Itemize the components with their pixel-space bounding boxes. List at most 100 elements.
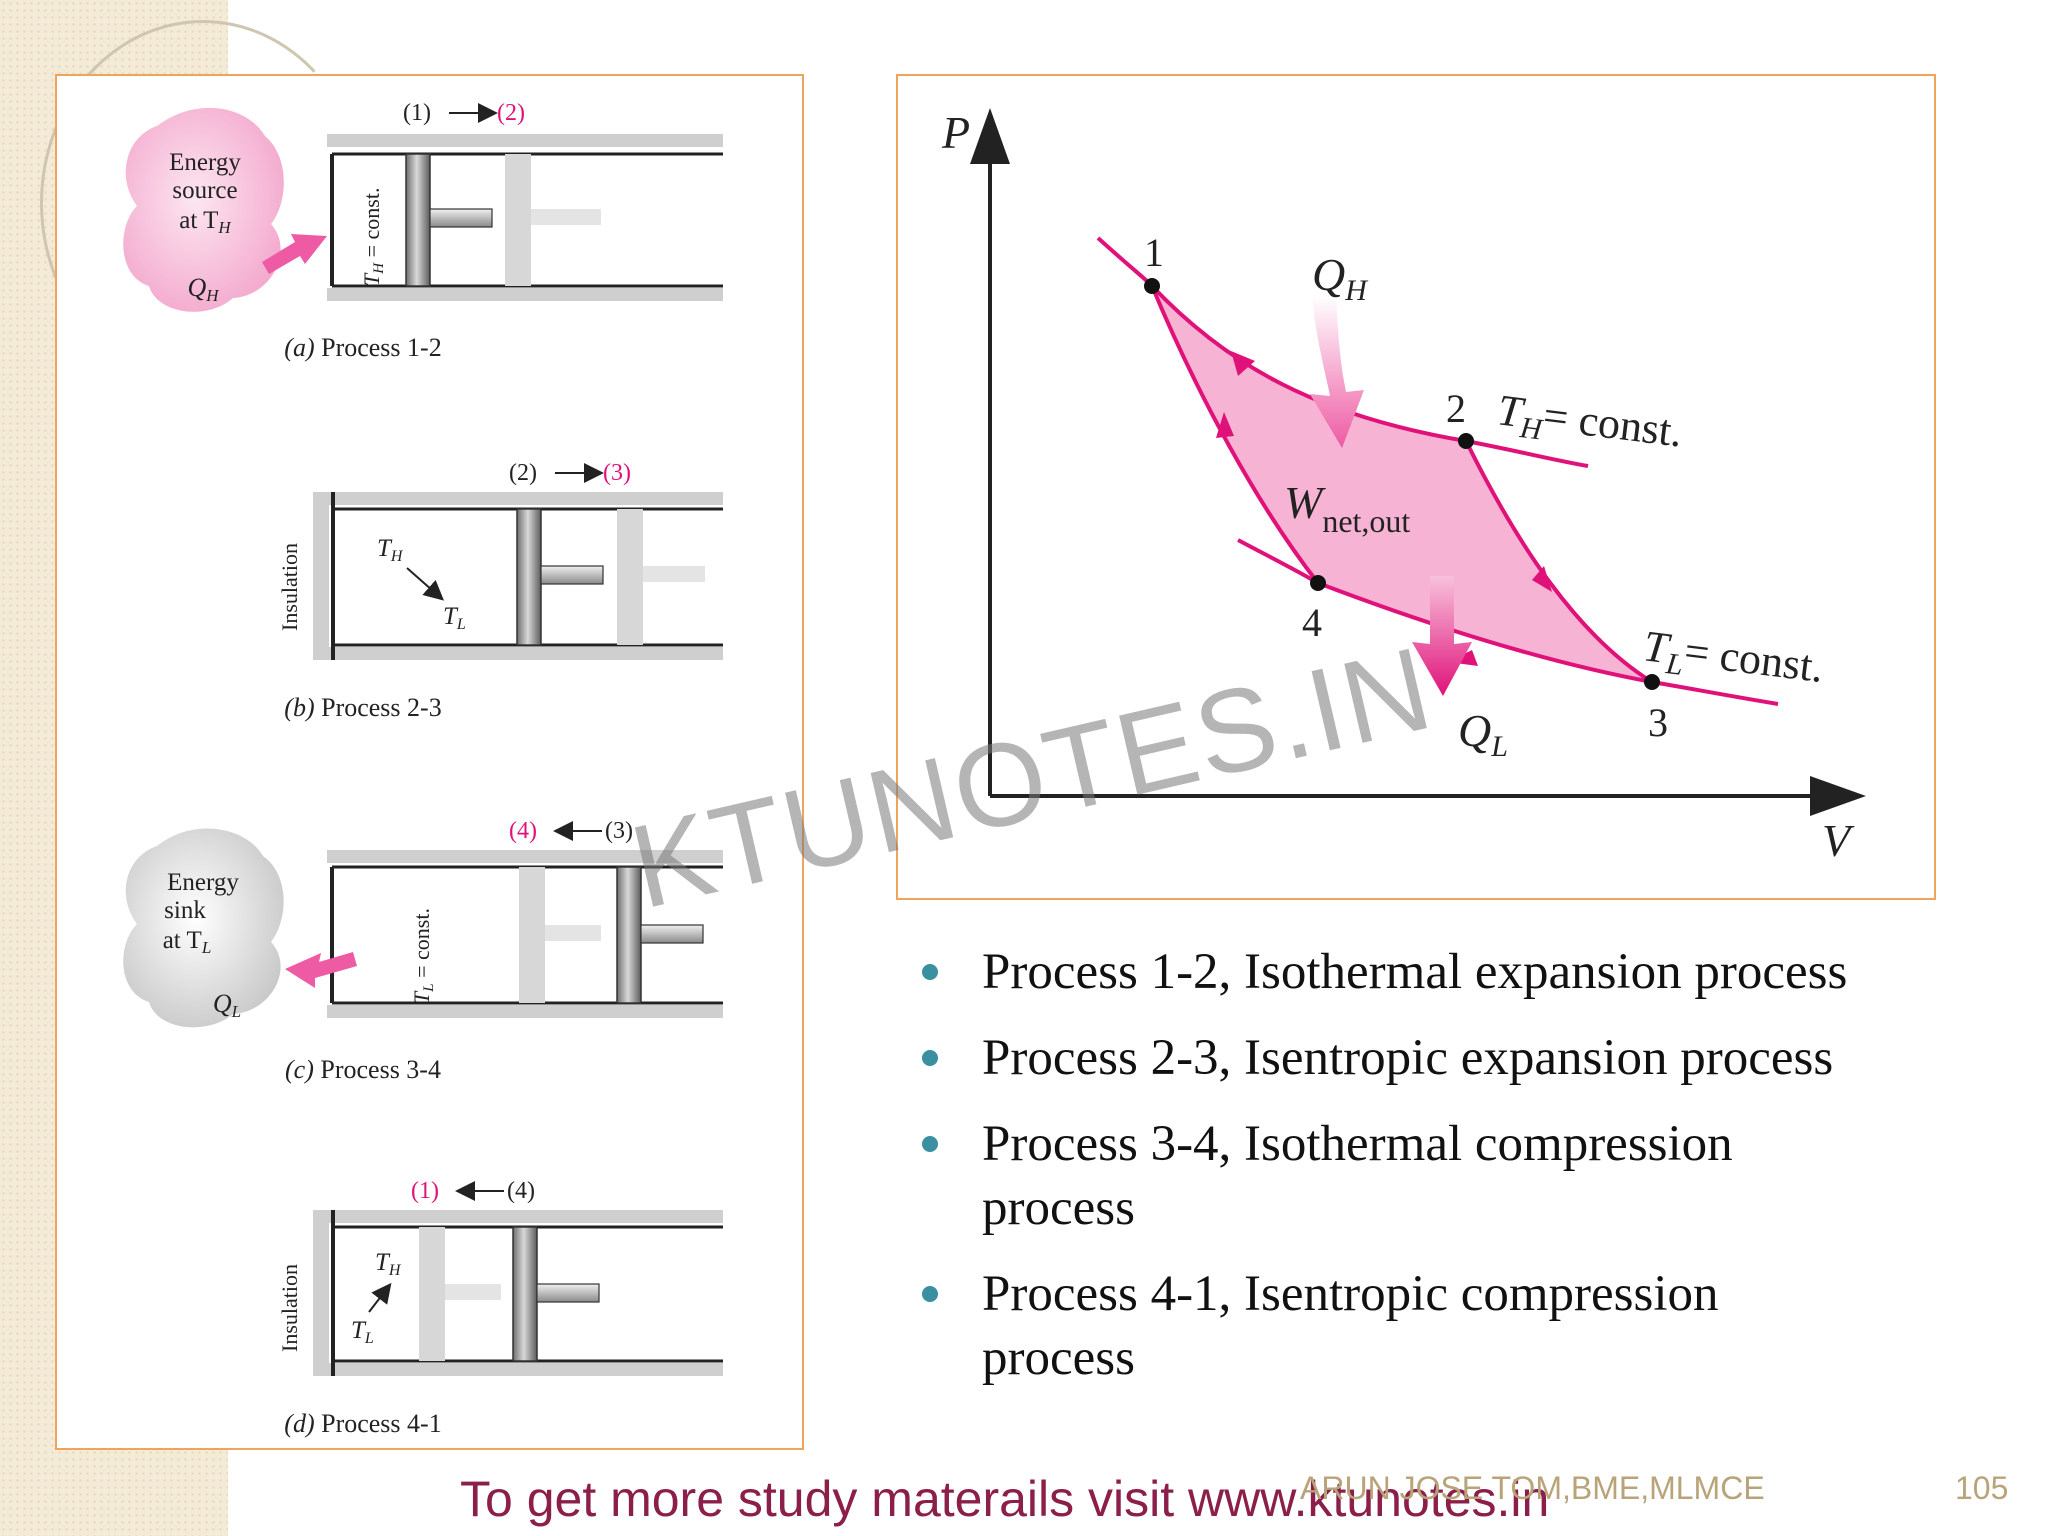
bullet-process-1-2: Process 1-2, Isothermal expansion proces… [920, 940, 2000, 1004]
piston-rod-b [540, 565, 604, 585]
piston-rod-d [536, 1283, 600, 1303]
process-a-arrow-to: (2) [497, 100, 525, 126]
bullet-dot-icon [922, 964, 938, 980]
tl-const-label: TL= const. [1640, 621, 1826, 699]
state-point-1 [1144, 278, 1160, 294]
state-point-3 [1644, 674, 1660, 690]
energy-sink-blob [123, 828, 284, 1028]
process-d-arrow-to: (4) [507, 1178, 535, 1204]
energy-sink-line-1: Energy [167, 869, 239, 896]
cylinder-a-bottom-wall [327, 288, 723, 301]
v-axis-label: V [1822, 815, 1855, 866]
bullet-process-2-3: Process 2-3, Isentropic expansion proces… [920, 1026, 2000, 1090]
page-number: 105 [1955, 1470, 2009, 1506]
energy-source-blob [123, 107, 284, 312]
energy-source-line-1: Energy [169, 149, 241, 176]
state-point-4 [1310, 575, 1326, 591]
tl-label-b: TL [443, 603, 466, 633]
caption-c: (c) Process 3-4 [285, 1055, 441, 1084]
piston-c [616, 866, 642, 1004]
insulation-label-b: Insulation [277, 543, 302, 631]
process-b-arrow-to: (3) [603, 460, 631, 486]
process-3-4-curve [1317, 581, 1653, 684]
pv-diagram-panel: P V 1 2 3 4 QH QL Wnet,ou [896, 74, 1936, 900]
insulation-label-d: Insulation [277, 1264, 302, 1352]
bullet-dot-icon [922, 1286, 938, 1302]
bullet-process-4-1: Process 4-1, Isentropic compression proc… [920, 1262, 1842, 1390]
process-d-arrow-from: (1) [411, 1178, 439, 1204]
wnet-label: Wnet,out [1284, 477, 1410, 539]
heat-ql-label-c: QL [213, 989, 241, 1021]
heat-out-arrow-c [285, 952, 357, 988]
cylinder-c-top-wall [327, 850, 723, 863]
piston-rod-c [640, 924, 704, 944]
cylinder-b-top-wall [313, 492, 723, 505]
process-d-group: (1) (4) Insulation TH TL (d) Process 4-1 [277, 1178, 723, 1438]
th-isotherm-ext-right [1465, 439, 1589, 468]
bullet-process-3-4: Process 3-4, Isothermal compression proc… [920, 1112, 1842, 1240]
process-a-group: (1) (2) TH = const. Energy source at TH … [123, 100, 723, 362]
th-label-b: TH [377, 535, 404, 565]
cycle-area [1152, 286, 1652, 682]
th-to-tl-arrow-b [406, 567, 444, 601]
footer-author: ARUN JOSE TOM,BME,MLMCE [1300, 1470, 1765, 1506]
process-b-group: (2) (3) Insulation TH TL (b) Process 2-3 [277, 460, 723, 722]
piston-d [512, 1226, 538, 1362]
cylinder-b-bottom-wall [313, 647, 723, 660]
ql-out-arrow [1412, 576, 1472, 696]
wall-label-c: TL = const. [409, 908, 437, 1004]
energy-sink-line-2: sink [164, 897, 206, 924]
bullet-text: Process 4-1, Isentropic compression proc… [982, 1266, 1719, 1386]
th-label-d: TH [375, 1249, 402, 1279]
process-2-3-curve [1464, 440, 1654, 684]
energy-source-line-3: at TH [179, 207, 232, 237]
process-4-1-curve [1150, 285, 1320, 585]
process-c-group: (4) (3) TL = const. Energy sink at TL QL… [123, 818, 723, 1084]
ghost-piston-c [519, 867, 545, 1003]
state-point-2 [1458, 433, 1474, 449]
state-label-1: 1 [1144, 230, 1164, 275]
footer-study-link[interactable]: To get more study materails visit www.kt… [460, 1471, 1550, 1527]
energy-sink-line-3: at TL [163, 927, 212, 957]
bullet-dot-icon [922, 1136, 938, 1152]
arrow-4-1 [1216, 412, 1234, 438]
piston-process-figure: (1) (2) TH = const. Energy source at TH … [123, 100, 723, 1438]
process-bullet-list: Process 1-2, Isothermal expansion proces… [920, 940, 2000, 1412]
wall-label-a: TH = const. [359, 188, 387, 286]
bullet-text: Process 3-4, Isothermal compression proc… [982, 1116, 1733, 1236]
ghost-piston-a [505, 154, 531, 286]
piston-rod-a [429, 208, 493, 228]
caption-a: (a) Process 1-2 [284, 333, 441, 362]
cylinder-d-top-wall [313, 1210, 723, 1223]
p-axis-label: P [941, 107, 970, 158]
bullet-text: Process 1-2, Isothermal expansion proces… [982, 944, 1848, 1000]
process-c-arrow-to: (3) [605, 818, 633, 844]
insulation-wall-d [313, 1210, 329, 1376]
energy-source-line-2: source [172, 177, 237, 204]
piston-process-panel: (1) (2) TH = const. Energy source at TH … [55, 74, 804, 1450]
state-label-4: 4 [1302, 600, 1322, 645]
cylinder-c-bottom-wall [327, 1005, 723, 1018]
process-a-arrow-from: (1) [403, 100, 431, 126]
cylinder-d-bottom-wall [313, 1363, 723, 1376]
state-label-3: 3 [1648, 700, 1668, 745]
process-b-arrow-from: (2) [509, 460, 537, 486]
caption-b: (b) Process 2-3 [284, 693, 441, 722]
cylinder-a-top-wall [327, 134, 723, 147]
arrow-1-2 [1231, 351, 1255, 376]
heat-qh-label-a: QH [187, 273, 220, 305]
bullet-dot-icon [922, 1050, 938, 1066]
heat-in-arrow-a [262, 234, 327, 274]
insulation-wall-b [313, 492, 329, 660]
ghost-piston-b [617, 509, 643, 645]
piston-a [405, 153, 431, 287]
ghost-piston-d [419, 1227, 445, 1361]
tl-label-d: TL [351, 1317, 374, 1347]
tl-to-th-arrow-d [368, 1282, 392, 1313]
qh-in-arrow [1310, 296, 1364, 448]
pv-diagram: P V 1 2 3 4 QH QL Wnet,ou [941, 107, 1866, 866]
state-label-2: 2 [1446, 386, 1466, 431]
decorative-arc [40, 20, 366, 386]
bullet-text: Process 2-3, Isentropic expansion proces… [982, 1030, 1834, 1086]
tl-isotherm-ext-right [1651, 680, 1779, 706]
